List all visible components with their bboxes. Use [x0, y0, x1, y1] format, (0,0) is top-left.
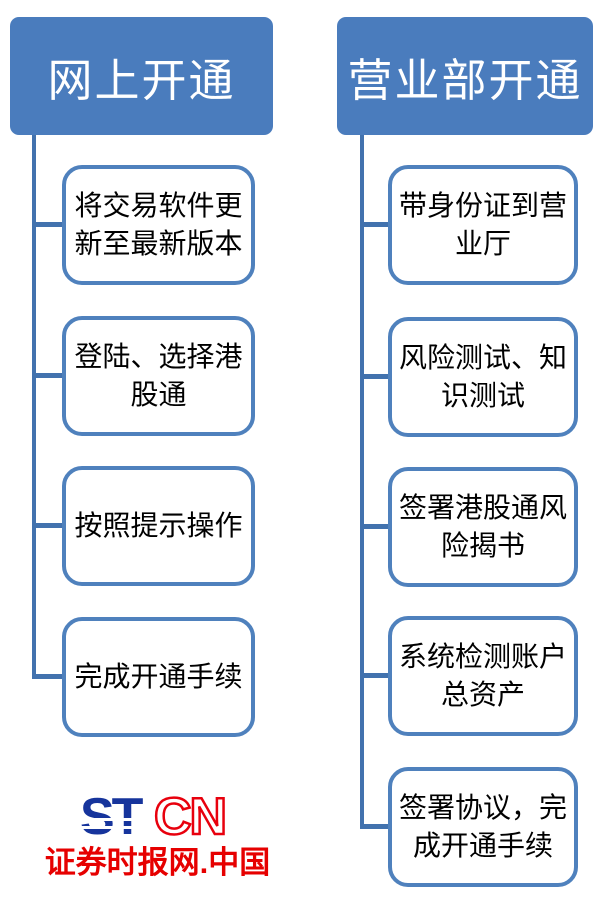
step-label: 风险测试、知 识测试	[398, 341, 567, 412]
logo-stripe	[79, 818, 150, 821]
step-label: 带身份证到营 业厅	[398, 189, 567, 260]
step-login-select: 登陆、选择港 股通	[62, 316, 255, 436]
connector-stub	[32, 222, 64, 227]
connector-stub	[32, 523, 64, 528]
logo-stripe	[79, 826, 150, 829]
connector-stub	[32, 373, 64, 378]
step-sign-agreement-complete: 签署协议，完 成开通手续	[388, 767, 578, 887]
step-complete-online: 完成开通手续	[62, 617, 255, 737]
logo-st: ST	[80, 790, 144, 842]
header-branch-label: 营业部开通	[347, 53, 583, 107]
step-label: 签署港股通风 险揭书	[398, 491, 567, 562]
header-branch-activation: 营业部开通	[337, 17, 593, 135]
logo-caption: 证券时报网.中国	[44, 845, 271, 880]
header-online-label: 网上开通	[47, 53, 236, 107]
step-risk-knowledge-test: 风险测试、知 识测试	[388, 317, 578, 437]
connector-stub	[360, 374, 390, 379]
connector-stub	[360, 524, 390, 529]
header-online-activation: 网上开通	[10, 17, 273, 135]
step-label: 系统检测账户 总资产	[398, 640, 567, 711]
stcn-logo: ST CN 证券时报网.中国	[15, 787, 300, 880]
step-check-assets: 系统检测账户 总资产	[388, 616, 578, 736]
step-label: 将交易软件更 新至最新版本	[74, 189, 243, 260]
connector-stub	[32, 674, 64, 679]
step-follow-prompts: 按照提示操作	[62, 466, 255, 586]
step-label: 完成开通手续	[74, 660, 243, 693]
step-sign-risk-disclosure: 签署港股通风 险揭书	[388, 467, 578, 587]
step-update-software: 将交易软件更 新至最新版本	[62, 165, 255, 285]
connector-trunk-branch	[360, 135, 364, 829]
connector-stub	[360, 824, 390, 829]
step-bring-id: 带身份证到营 业厅	[388, 165, 578, 285]
step-label: 登陆、选择港 股通	[74, 340, 243, 411]
connector-stub	[360, 222, 390, 227]
connector-stub	[360, 673, 390, 678]
connector-trunk-online	[32, 135, 36, 679]
stcn-logo-letters: ST CN	[79, 787, 228, 847]
step-label: 签署协议，完 成开通手续	[398, 791, 567, 862]
logo-cn: CN	[154, 790, 225, 842]
step-label: 按照提示操作	[74, 509, 243, 542]
